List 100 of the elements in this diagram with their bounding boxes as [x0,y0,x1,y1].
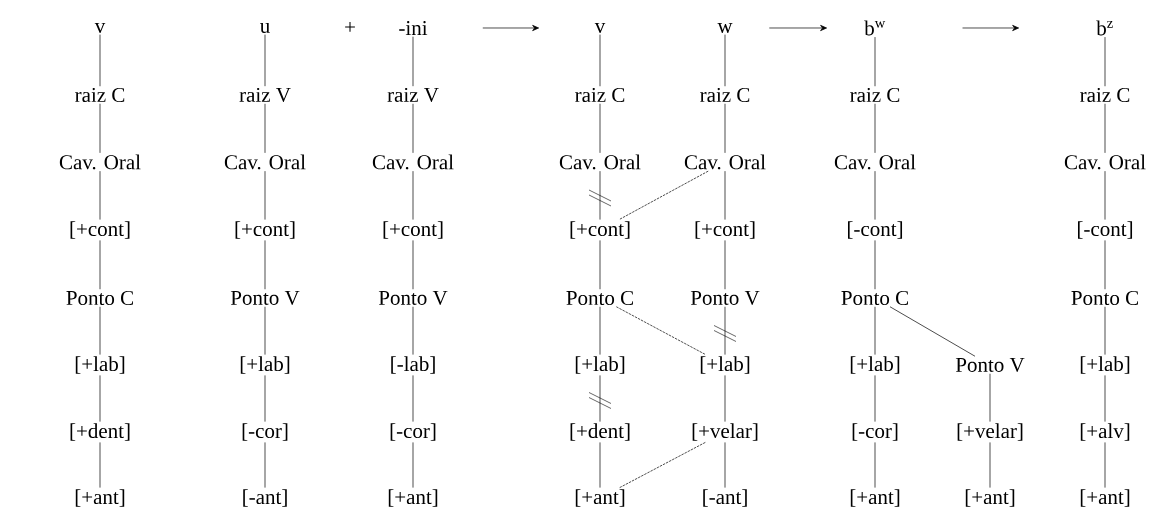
edge-line [724,34,726,87]
edge-line [99,240,101,290]
edge-line [1104,442,1106,488]
edge-line [724,442,726,488]
edge-line [264,306,266,355]
feature-label: [+velar] [957,423,1023,441]
feature-label: [+lab] [575,356,625,374]
edge-line [724,103,726,154]
edge-line [412,170,414,220]
feature-label: [+lab] [1080,356,1130,374]
feature-label: [+cont] [695,221,755,239]
association-line [619,442,706,488]
feature-label: b$^{w}$ [864,20,886,36]
edge-line [874,170,876,220]
edge-line [99,103,101,154]
feature-label: -ini [399,21,428,35]
feature-label: [+ant] [850,489,900,507]
derivation-arrow [482,24,540,32]
feature-label: raiz C [1080,87,1130,103]
feature-label: Cav. Oral [224,154,306,170]
feature-label: Cav. Oral [559,154,641,170]
edge-line [99,170,101,220]
feature-label: v [594,23,606,33]
edge-line [1104,103,1106,154]
edge-line [599,240,601,290]
edge-line [264,34,266,87]
feature-label: [+dent] [70,423,130,441]
feature-label: [+velar] [692,423,758,441]
feature-label: [-cor] [390,423,436,441]
feature-label: Cav. Oral [834,154,916,170]
edge-line [599,306,601,355]
edge-line [264,103,266,154]
association-line [618,170,709,220]
edge-line [874,36,876,87]
feature-label: [-cont] [1078,221,1133,239]
feature-label: [+cont] [383,221,443,239]
feature-label: [-cont] [848,221,903,239]
edge-line [412,240,414,290]
association-line [616,306,706,355]
feature-label: raiz C [850,87,900,103]
feature-label: Ponto C [566,290,633,306]
edge-line [412,442,414,488]
feature-label: [+ant] [575,489,625,507]
edge-line [99,442,101,488]
feature-label: raiz V [387,87,439,103]
feature-label: b$^{z}$ [1096,20,1113,36]
edge-line [412,375,414,422]
feature-label: [+ant] [1080,489,1130,507]
edge-line [724,240,726,290]
feature-label: [+ant] [388,489,438,507]
edge-line [1104,375,1106,422]
feature-label: Ponto V [378,290,448,306]
edge-line [1104,306,1106,355]
edge-line [1104,36,1106,87]
feature-label: v [94,23,106,33]
feature-label: Cav. Oral [1064,154,1146,170]
feature-label: [+lab] [850,356,900,374]
edge-line [874,375,876,422]
edge-line [412,306,414,355]
edge-line [1104,170,1106,220]
edge-line [99,34,101,87]
feature-label: Ponto C [66,290,133,306]
feature-label: [-ant] [703,489,747,507]
feature-label: Ponto V [690,290,760,306]
edge-line [412,103,414,154]
edge-line [599,442,601,488]
feature-label: w [717,23,733,33]
feature-label: Cav. Oral [684,154,766,170]
edge-line [874,306,876,355]
feature-label: [+lab] [75,356,125,374]
plus-sign: + [345,22,355,32]
feature-label: [+cont] [570,221,630,239]
edge-line [1104,240,1106,290]
edge-line [874,103,876,154]
feature-label: Cav. Oral [372,154,454,170]
feature-label: [+lab] [700,356,750,374]
edge-line [412,36,414,87]
feature-label: Ponto C [1071,290,1138,306]
feature-label: Ponto C [841,290,908,306]
edge-line [599,103,601,154]
feature-label: [-cor] [852,423,898,441]
feature-label: raiz C [700,87,750,103]
edge-line [874,240,876,290]
edge-line [989,442,991,488]
feature-label: raiz V [239,87,291,103]
feature-label: [+lab] [240,356,290,374]
feature-label: [+dent] [570,423,630,441]
edge-line [264,442,266,488]
feature-label: [+ant] [965,489,1015,507]
edge-line [889,306,976,357]
feature-label: Cav. Oral [59,154,141,170]
edge-line [99,375,101,422]
feature-label: [+cont] [235,221,295,239]
derivation-arrow [962,24,1020,32]
derivation-arrow [768,24,827,32]
feature-label: [+cont] [70,221,130,239]
feature-label: [-ant] [243,489,287,507]
feature-label: Ponto V [955,357,1025,373]
feature-label: [-cor] [242,423,288,441]
edge-line [264,375,266,422]
